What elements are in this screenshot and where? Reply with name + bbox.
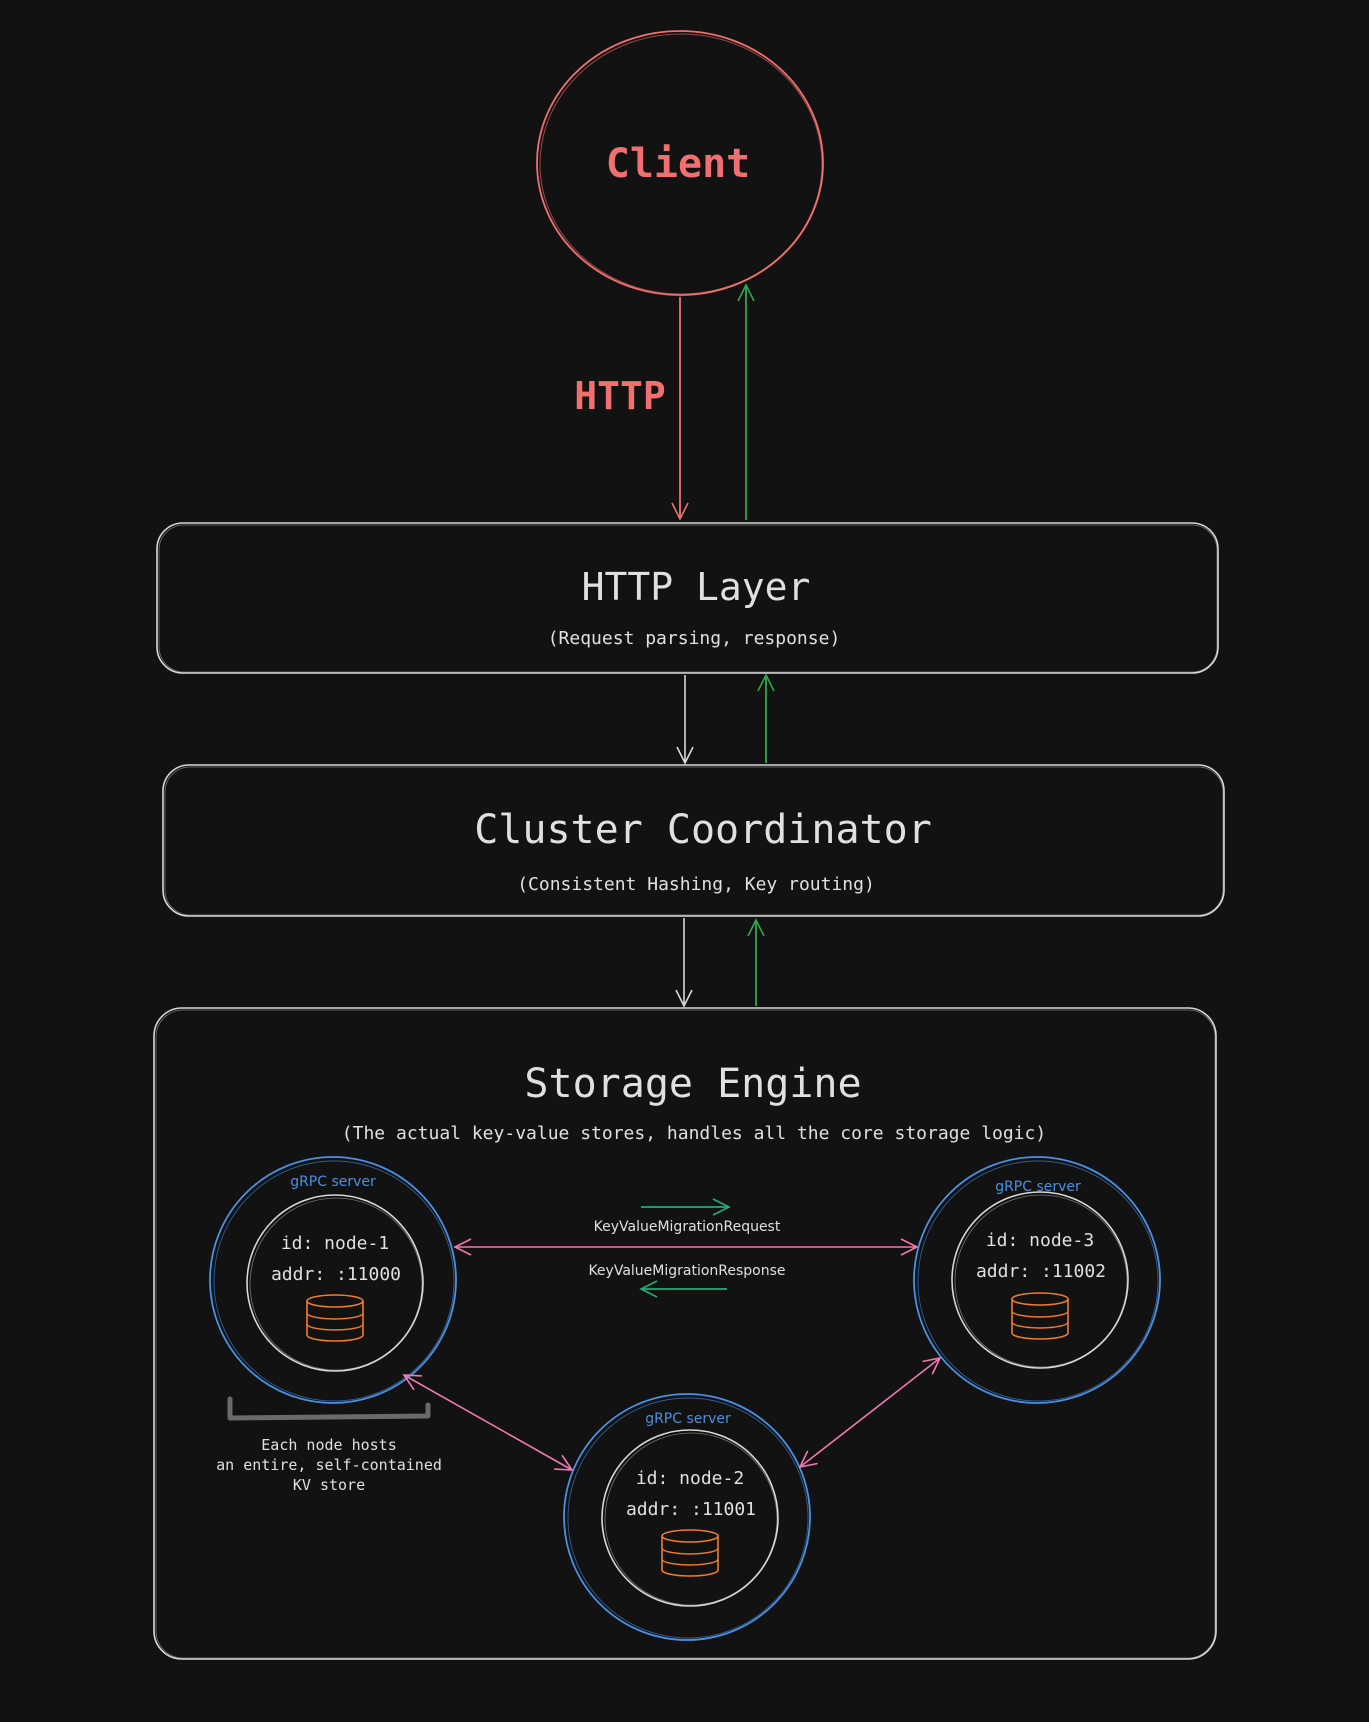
storage-node-1: gRPC server id: node-1 addr: :11000 <box>209 1156 457 1404</box>
note-line-3: KV store <box>293 1476 365 1494</box>
node-id: id: node-1 <box>281 1233 389 1254</box>
node-id: id: node-3 <box>986 1230 1094 1251</box>
note-line-1: Each node hosts <box>261 1436 396 1454</box>
note-line-2: an entire, self-contained <box>216 1456 442 1474</box>
http-protocol-label: HTTP <box>574 374 666 418</box>
node-id: id: node-2 <box>636 1468 744 1489</box>
client-label: Client <box>606 141 751 187</box>
grpc-server-ring <box>209 1156 457 1404</box>
grpc-server-label: gRPC server <box>995 1179 1081 1195</box>
http-layer-title: HTTP Layer <box>582 565 811 609</box>
storage-subtitle: (The actual key-value stores, handles al… <box>342 1123 1046 1144</box>
http-layer-box: HTTP Layer (Request parsing, response) <box>156 522 1219 674</box>
node-inner-ring <box>601 1429 779 1607</box>
cluster-coordinator-box: Cluster Coordinator (Consistent Hashing,… <box>162 764 1225 917</box>
grpc-server-ring <box>913 1156 1161 1404</box>
storage-node-2: gRPC server id: node-2 addr: :11001 <box>563 1393 811 1641</box>
coordinator-title: Cluster Coordinator <box>474 807 932 853</box>
peer-link-node2-node3 <box>798 1356 942 1469</box>
migration-request-label: KeyValueMigrationRequest <box>594 1219 781 1235</box>
client-node: Client <box>536 30 824 296</box>
http-layer-subtitle: (Request parsing, response) <box>548 628 841 649</box>
node-addr: addr: :11002 <box>976 1261 1106 1282</box>
coordinator-subtitle: (Consistent Hashing, Key routing) <box>517 874 875 895</box>
storage-engine-box: Storage Engine (The actual key-value sto… <box>153 1007 1217 1660</box>
grpc-server-label: gRPC server <box>645 1411 731 1427</box>
storage-node-3: gRPC server id: node-3 addr: :11002 <box>913 1156 1161 1404</box>
database-icon <box>306 1294 364 1342</box>
note-bracket <box>227 1396 431 1421</box>
node-note: Each node hosts an entire, self-containe… <box>216 1436 442 1494</box>
node-addr: addr: :11001 <box>626 1499 756 1520</box>
migration-response-label: KeyValueMigrationResponse <box>588 1263 785 1279</box>
node-inner-ring <box>246 1194 424 1372</box>
node-inner-ring <box>951 1191 1129 1369</box>
database-icon <box>1011 1292 1069 1340</box>
grpc-server-label: gRPC server <box>290 1174 376 1190</box>
node-addr: addr: :11000 <box>271 1264 401 1285</box>
peer-link-node1-node2 <box>402 1374 574 1471</box>
grpc-server-ring <box>563 1393 811 1641</box>
storage-title: Storage Engine <box>524 1061 861 1107</box>
database-icon <box>661 1529 719 1577</box>
